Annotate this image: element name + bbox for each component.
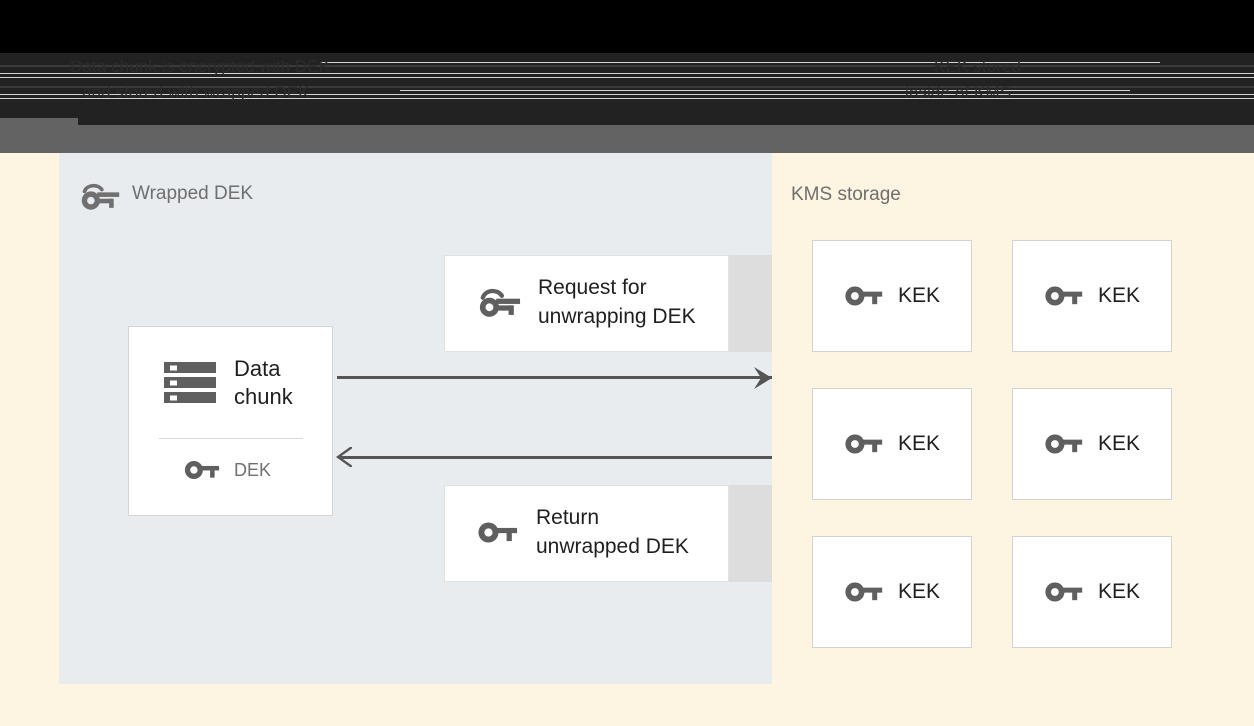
kek-card[interactable]: KEK [812,240,972,352]
kek-label: KEK [1097,432,1141,455]
kek-card[interactable]: KEK [812,536,972,648]
kek-card[interactable]: KEK [1012,388,1172,500]
kek-label: KEK [1097,284,1141,307]
wrapped-dek-panel-title: Wrapped DEK [132,183,254,204]
kek-card[interactable]: KEK [1012,240,1172,352]
key-icon [844,432,884,456]
arrow-to-kms-head [754,367,772,389]
kek-card[interactable]: KEK [812,388,972,500]
data-chunk-row: Data chunk [162,355,293,411]
kek-label: KEK [897,432,941,455]
request-unwrap-card[interactable]: Request for unwrapping DEK [444,255,729,352]
request-card-shadow [728,255,772,352]
key-icon [844,580,884,604]
banner-caption-left-line2: and stored with wrapped DEK [82,83,310,102]
top-black-band [0,0,1254,53]
kms-storage-title: KMS storage [791,184,901,205]
return-card-label: Return unwrapped DEK [536,506,689,558]
card-divider [159,438,303,439]
banner-dark-band: Data chunk is encrypted with DEK and sto… [0,53,1254,125]
data-chunk-label: Data chunk [234,356,293,409]
return-unwrapped-card[interactable]: Return unwrapped DEK [444,485,729,582]
arrow-from-kms-line [340,456,772,459]
banner-gray-notch [0,118,78,125]
banner-gray-band [0,125,1254,153]
dek-label: DEK [234,459,272,480]
kek-label: KEK [897,580,941,603]
key-icon [184,459,220,481]
data-chunk-card[interactable]: Data chunk DEK [128,326,333,516]
key-icon [477,520,519,545]
request-card-content: Request for unwrapping DEK [477,273,696,331]
wrapped-key-icon [79,181,121,211]
kek-card[interactable]: KEK [1012,536,1172,648]
dek-row: DEK [184,459,271,481]
banner-caption-left-line1: Data chunk is encrypted with DEK [70,57,331,76]
banner-caption-right-line1: KEK stored [934,57,1021,76]
key-icon [1044,432,1084,456]
request-card-label: Request for unwrapping DEK [538,276,696,328]
storage-stack-icon [162,359,218,407]
return-card-content: Return unwrapped DEK [477,503,689,561]
arrow-to-kms-line [337,376,772,379]
key-icon [1044,284,1084,308]
key-icon [844,284,884,308]
kek-label: KEK [1097,580,1141,603]
wrapped-key-icon [477,286,521,319]
key-icon [1044,580,1084,604]
arrow-from-kms-head [336,447,352,467]
kek-label: KEK [897,284,941,307]
banner-caption-right-line2: inside of KMS [905,83,1012,102]
return-card-shadow [728,485,772,582]
